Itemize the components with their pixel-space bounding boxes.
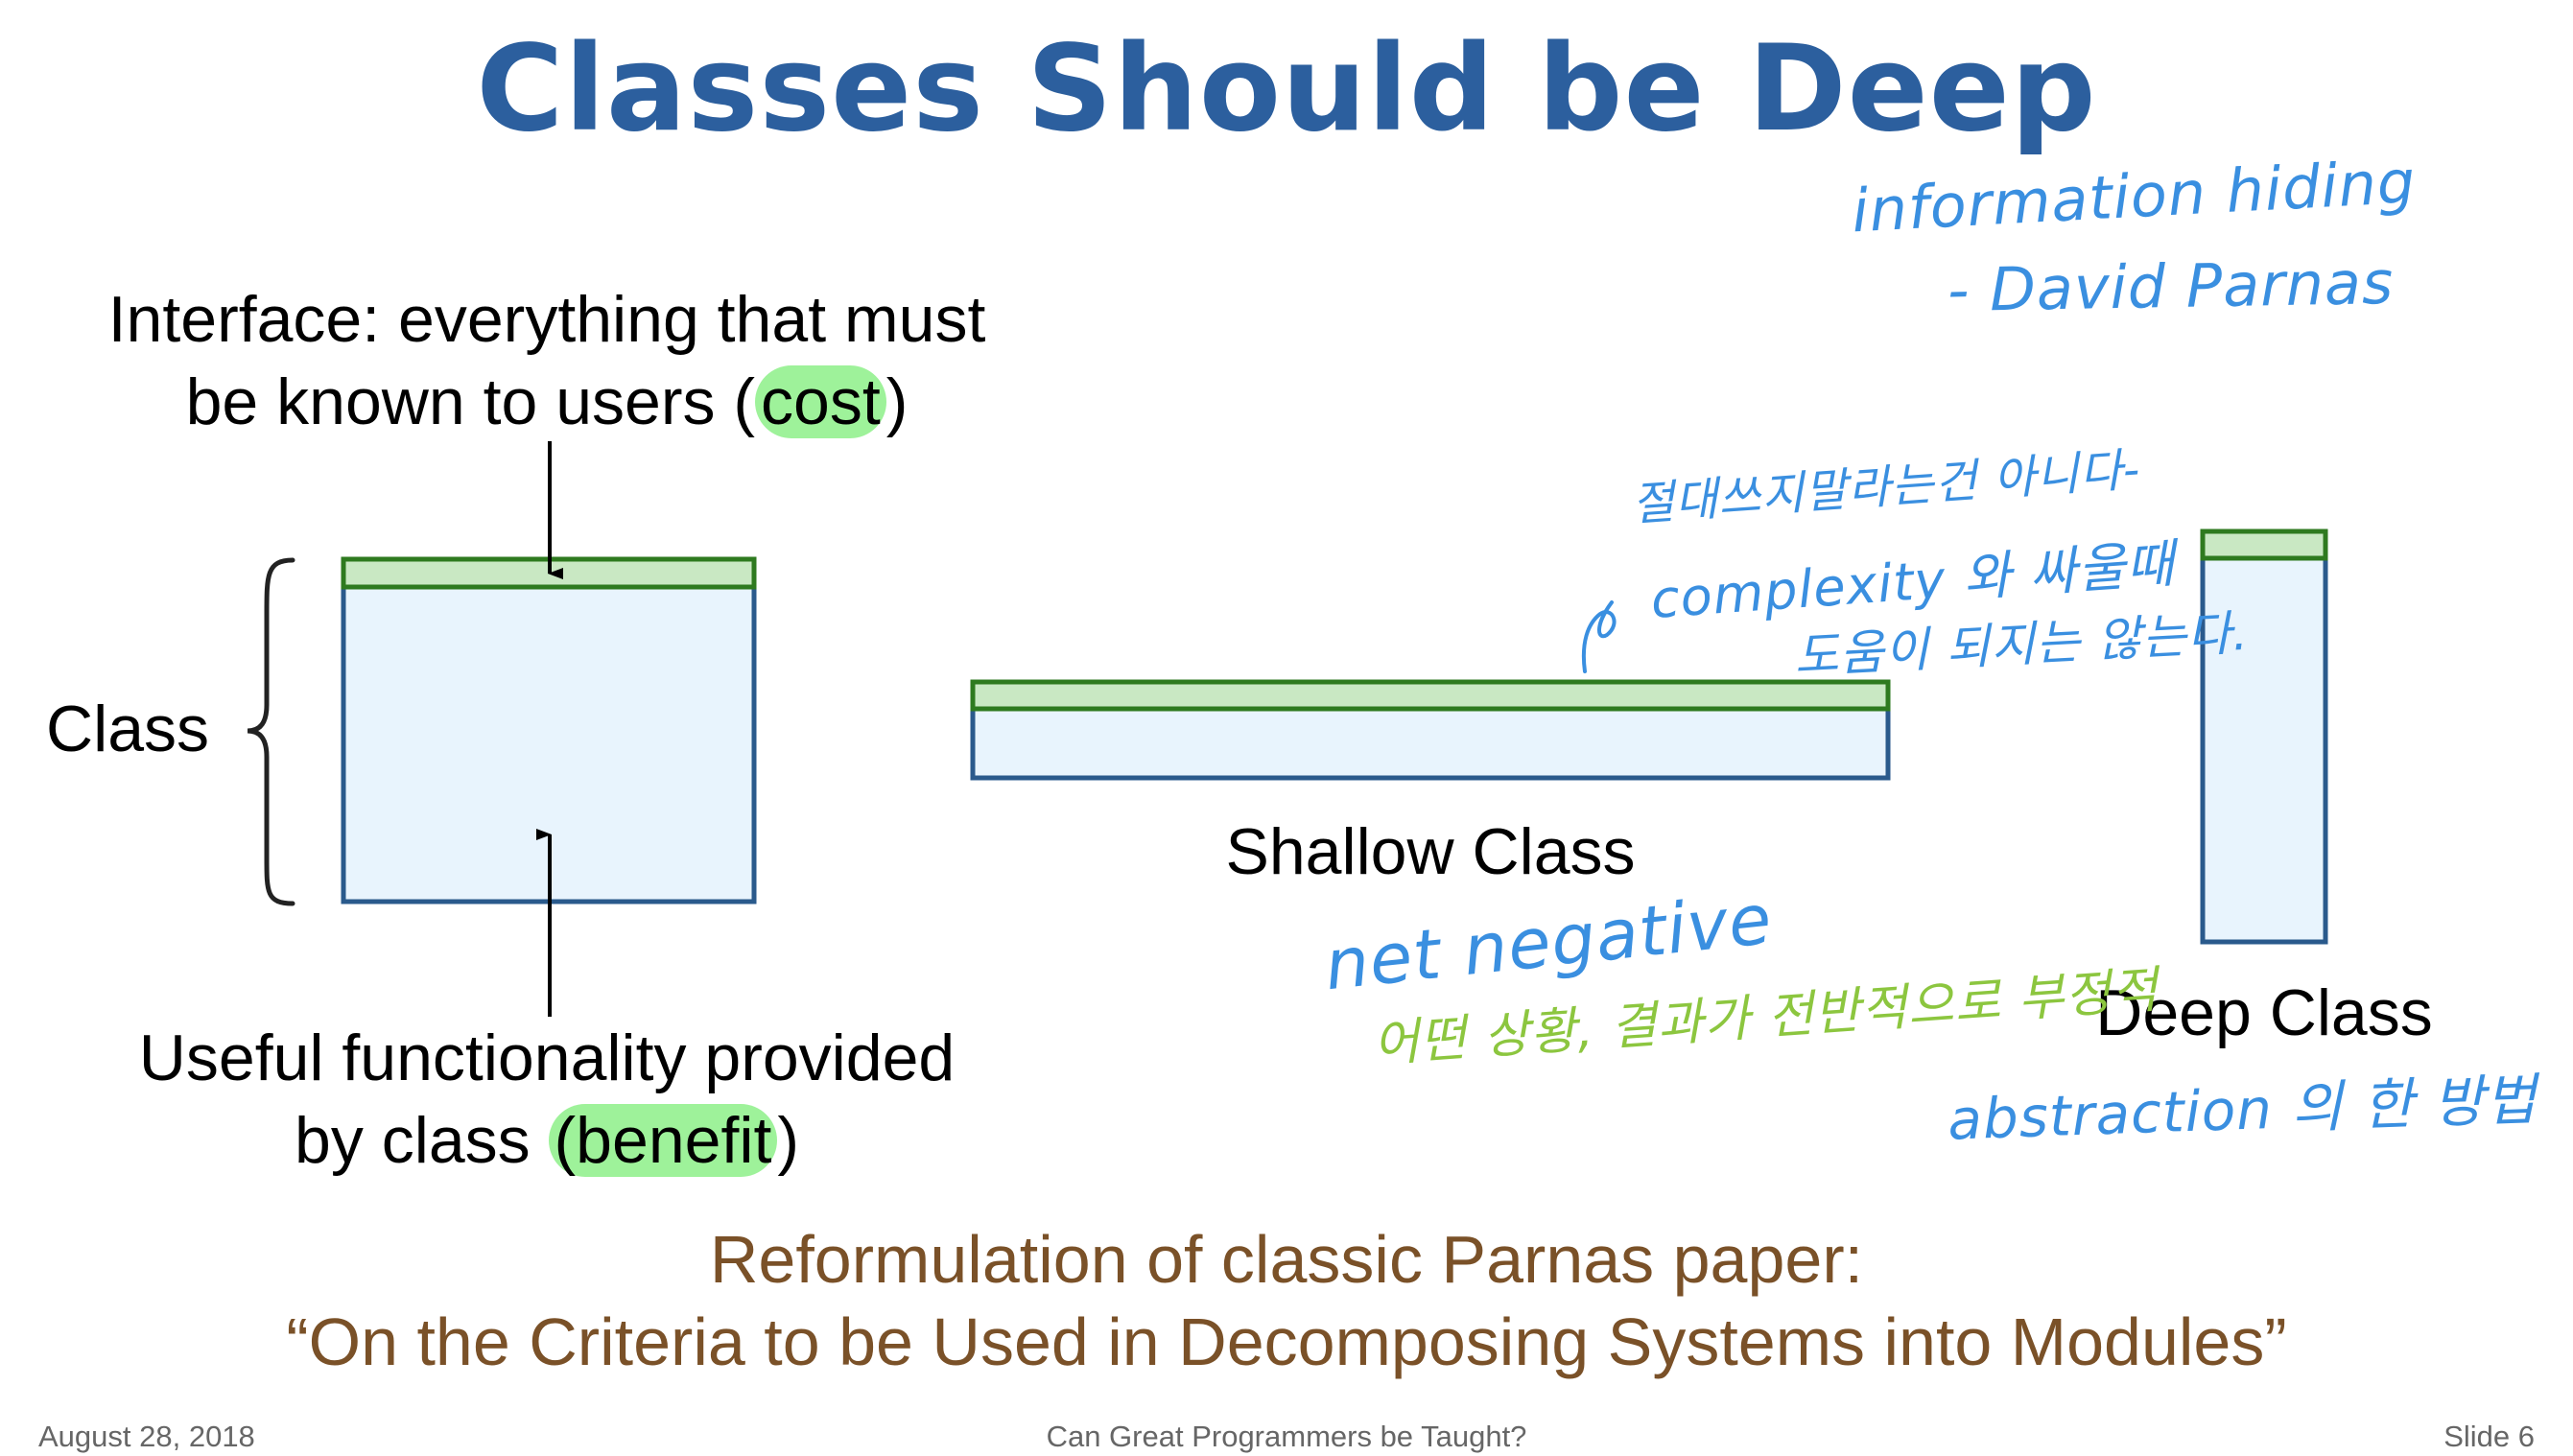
interface-label-line1: Interface: everything that must [107,283,986,356]
footer-slide-number: Slide 6 [2443,1420,2535,1453]
shallow-class-body [970,706,1891,781]
interface-label-close: ) [885,365,909,438]
footer-date: August 28, 2018 [38,1420,255,1453]
functionality-label-line2: by class (benefit) [67,1099,1027,1182]
footer-talk-title: Can Great Programmers be Taught? [1046,1420,1527,1453]
parnas-note: - David Parnas [1947,247,2395,326]
benefit-highlight: (benefit [548,1104,778,1177]
interface-label: Interface: everything that must be known… [67,278,1027,443]
slide-title: Classes Should be Deep [476,20,2097,158]
deep-class-interface [2200,528,2328,561]
reference-line1: Reformulation of classic Parnas paper: [709,1222,1864,1297]
reference-line2: “On the Criteria to be Used in Decomposi… [286,1304,2287,1379]
deep-class-box [2200,528,2328,945]
shallow-class-label: Shallow Class [1225,815,1636,888]
functionality-label-text: by class [295,1104,549,1177]
interface-label-line2: be known to users (cost) [67,361,1027,443]
functionality-label-line1: Useful functionality provided [138,1022,956,1094]
cost-highlight: cost [755,365,886,438]
class-label: Class [46,693,210,765]
class-brace [247,557,295,906]
handwritten-squiggle [1581,600,1617,673]
shallow-class-box [970,679,1891,781]
shallow-class-interface [970,679,1891,712]
functionality-label: Useful functionality provided by class (… [67,1017,1027,1182]
deep-class-label: Deep Class [2095,976,2433,1049]
interface-label-text: be known to users ( [185,365,756,438]
functionality-label-close: ) [777,1104,799,1177]
